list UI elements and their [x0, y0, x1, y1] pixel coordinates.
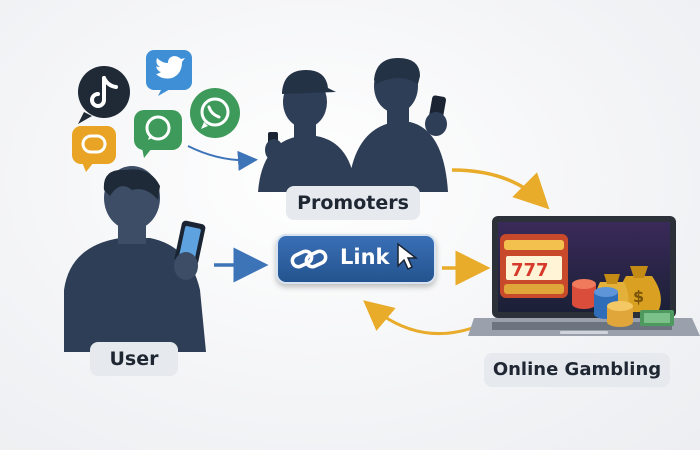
slot-machine-icon: 777 — [500, 234, 568, 298]
online-gambling-label: Online Gambling — [484, 353, 670, 387]
link-button[interactable]: Link — [276, 234, 436, 284]
promoter-figure-cap — [258, 70, 356, 192]
link-icon — [290, 249, 328, 269]
poker-chips-icon — [572, 279, 674, 327]
promoter-figure-phone — [348, 58, 448, 192]
arrow-gambling-to-link — [363, 300, 479, 336]
cursor-icon — [397, 242, 419, 271]
message-icon — [134, 110, 182, 158]
arrow-icons-to-promoters — [187, 145, 258, 171]
whatsapp-icon — [190, 88, 240, 138]
tiktok-icon — [78, 66, 130, 124]
chat-bubble-icon — [72, 126, 116, 172]
link-label: Link — [340, 245, 390, 269]
slot-reel-text: 777 — [511, 260, 549, 281]
promoters-label: Promoters — [286, 186, 420, 220]
arrow-promoters-to-gambling — [451, 168, 550, 210]
user-label: User — [90, 342, 178, 376]
user-figure — [64, 166, 206, 352]
svg-text:$: $ — [633, 287, 644, 306]
twitter-icon — [146, 50, 192, 96]
